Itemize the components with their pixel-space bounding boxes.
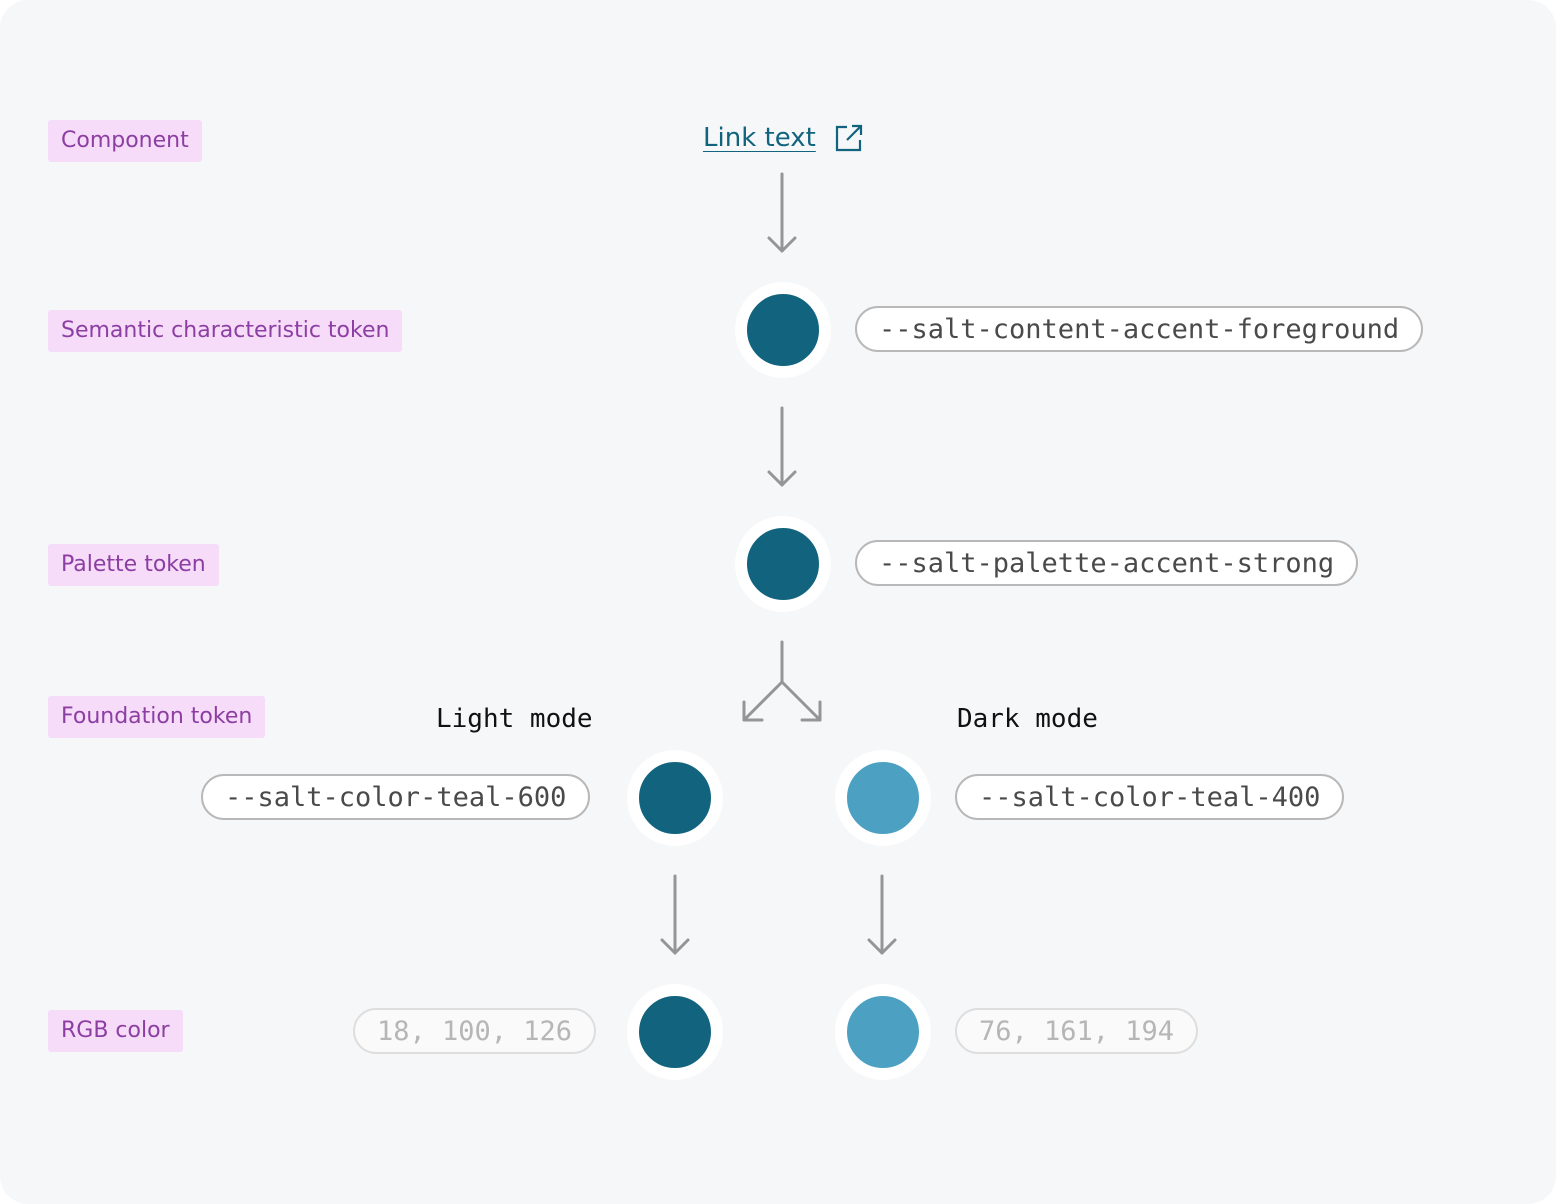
external-link-icon[interactable] <box>834 123 864 153</box>
arrow-light-to-rgb <box>660 874 690 955</box>
token-foundation-light: --salt-color-teal-600 <box>201 774 591 820</box>
swatch-foundation-light <box>627 750 723 846</box>
swatch-palette <box>735 516 831 612</box>
rgb-value-dark: 76, 161, 194 <box>955 1008 1199 1054</box>
token-semantic: --salt-content-accent-foreground <box>855 306 1424 352</box>
mode-label-light: Light mode <box>436 704 593 734</box>
level-label-component: Component <box>48 120 202 162</box>
level-label-palette: Palette token <box>48 544 219 586</box>
mode-label-dark: Dark mode <box>957 704 1098 734</box>
level-label-rgb: RGB color <box>48 1010 183 1052</box>
level-label-semantic: Semantic characteristic token <box>48 310 403 352</box>
level-label-foundation: Foundation token <box>48 696 266 738</box>
swatch-foundation-dark <box>835 750 931 846</box>
token-foundation-dark: --salt-color-teal-400 <box>955 774 1345 820</box>
token-palette: --salt-palette-accent-strong <box>855 540 1359 586</box>
arrow-semantic-to-palette <box>767 406 797 487</box>
arrow-dark-to-rgb <box>867 874 897 955</box>
swatch-rgb-dark <box>835 984 931 1080</box>
swatch-rgb-light <box>627 984 723 1080</box>
arrow-component-to-semantic <box>767 172 797 253</box>
arrow-palette-split <box>742 640 822 722</box>
component-link[interactable]: Link text <box>703 118 864 158</box>
rgb-value-light: 18, 100, 126 <box>353 1008 597 1054</box>
link-text[interactable]: Link text <box>703 123 816 153</box>
swatch-semantic <box>735 282 831 378</box>
